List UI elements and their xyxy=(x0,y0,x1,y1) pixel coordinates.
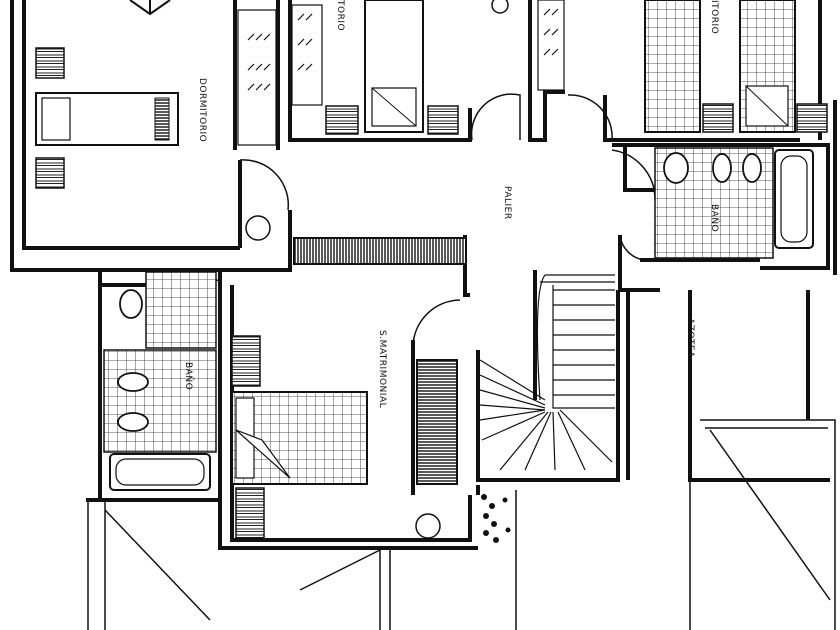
lamp-symbol xyxy=(491,0,509,14)
terrace-lines xyxy=(87,419,836,630)
bathroom-left: BAÑO xyxy=(103,271,217,491)
wardrobe xyxy=(237,9,277,146)
bedside-table xyxy=(427,105,459,135)
room-label-azotea: AZOTEA xyxy=(685,318,695,358)
bathtub xyxy=(774,149,814,249)
storage-cabinet xyxy=(293,237,467,265)
bedside-table xyxy=(35,157,65,189)
room-label-bano-right: BAÑO xyxy=(709,204,720,232)
bidet xyxy=(117,412,149,432)
bathroom-right: BAÑO xyxy=(654,147,814,259)
shower-drain xyxy=(415,513,441,539)
bedside-table xyxy=(702,103,734,133)
wardrobe xyxy=(537,0,565,91)
bedside-table xyxy=(796,103,828,133)
washbasin xyxy=(663,152,689,184)
room-label-palier: PALIER xyxy=(502,186,512,220)
toilet xyxy=(117,372,149,392)
toilet xyxy=(712,153,732,183)
room-label-s-matrimonial: S.MATRIMONIAL xyxy=(377,330,387,408)
bedroom-left: DORMITORIO xyxy=(35,0,277,241)
shower-drain xyxy=(245,215,271,241)
azotea: AZOTEA xyxy=(685,318,695,358)
room-label-bano-left: BAÑO xyxy=(183,362,194,390)
room-label-torio: TORIO xyxy=(335,0,345,31)
single-bed xyxy=(364,0,424,133)
wardrobe xyxy=(416,359,458,485)
bidet xyxy=(742,153,762,183)
bedside-table xyxy=(325,105,359,135)
bedroom-top-right: ITORIO xyxy=(537,0,828,133)
master-bedroom: S.MATRIMONIAL xyxy=(231,330,511,543)
single-bed xyxy=(35,92,179,146)
double-bed xyxy=(231,391,368,485)
single-bed xyxy=(739,0,796,133)
bedside-table xyxy=(231,335,261,387)
wardrobe xyxy=(291,4,323,106)
bedside-table xyxy=(35,47,65,79)
single-bed xyxy=(644,0,701,133)
washbasin xyxy=(119,289,143,319)
palier: PALIER xyxy=(293,186,512,265)
room-label-dormitorio: DORMITORIO xyxy=(197,78,207,142)
planter xyxy=(481,494,511,543)
staircase xyxy=(479,274,615,471)
room-label-itorio: ITORIO xyxy=(709,0,719,34)
bedside-table xyxy=(235,487,265,539)
bathtub xyxy=(109,453,211,491)
bedroom-top-mid: TORIO xyxy=(291,0,509,135)
